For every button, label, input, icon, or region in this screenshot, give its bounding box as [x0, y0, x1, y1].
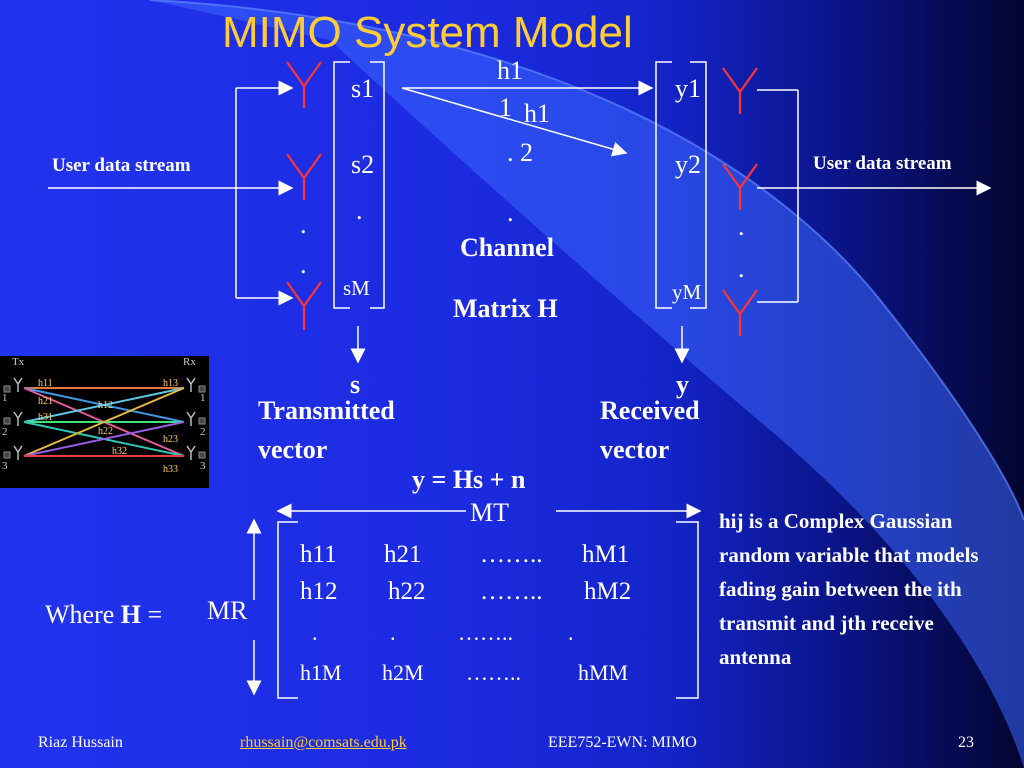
channel-label-matrix: Matrix H — [453, 294, 558, 323]
footer-email-link[interactable]: rhussain@comsats.edu.pk — [240, 734, 407, 751]
tx-symbol-sm: sM — [343, 276, 370, 300]
received-label: Received — [600, 396, 700, 425]
rx-symbol-ym: yM — [672, 280, 702, 304]
tx-vector-bracket — [333, 61, 385, 309]
matrix-cell: . — [568, 620, 574, 645]
transmitted-label: Transmitted — [258, 396, 395, 425]
system-equation: y = Hs + n — [412, 465, 526, 494]
inset-gain-label: h12 — [98, 400, 113, 411]
inset-rx-num: 3 — [200, 460, 206, 472]
user-stream-left-label: User data stream — [52, 155, 191, 176]
tx-antenna-icons — [286, 61, 322, 330]
channel-label-title: Channel — [460, 233, 554, 262]
matrix-cell: …….. — [466, 660, 521, 685]
inset-tx-label: Tx — [12, 356, 25, 368]
matrix-cell: hMM — [578, 660, 629, 685]
inset-gain-label: h33 — [163, 464, 178, 475]
received-vector-label: vector — [600, 435, 670, 464]
mr-label: MR — [207, 596, 248, 625]
rx-symbol-y1: y1 — [675, 74, 701, 103]
tx-antenna-ellipsis: . — [300, 210, 307, 239]
inset-gain-label: h22 — [98, 426, 113, 437]
rx-vector-bracket — [655, 61, 707, 309]
matrix-cell: h2M — [382, 660, 424, 685]
rx-antenna-icons — [722, 67, 758, 336]
tx-antenna-ellipsis: . — [300, 250, 307, 279]
rx-antenna-ellipsis: . — [738, 212, 745, 241]
channel-label-h1b: h1 — [524, 99, 550, 128]
footer-email: rhussain@comsats.edu.pk — [240, 734, 407, 752]
channel-label-2: . 2 — [507, 138, 533, 167]
tx-symbol-s2: s2 — [351, 150, 375, 179]
slide-title: MIMO System Model — [222, 8, 633, 57]
s-vector-label: s — [350, 370, 361, 399]
fading-gain-note: hij is a Complex Gaussian random variabl… — [719, 509, 979, 669]
matrix-cell: h12 — [300, 578, 338, 605]
footer-author: Riaz Hussain — [38, 734, 123, 751]
matrix-cell: …….. — [480, 578, 543, 605]
matrix-cell: hM2 — [584, 578, 632, 605]
inset-gain-label: h21 — [38, 396, 53, 407]
inset-tx-num: 2 — [2, 426, 8, 438]
inset-rx-num: 2 — [200, 426, 206, 438]
matrix-right-bracket — [676, 521, 699, 699]
inset-tx-num: 1 — [2, 392, 8, 404]
matrix-cell: . — [312, 620, 318, 645]
matrix-cell: h11 — [300, 541, 337, 568]
matrix-cell: . — [390, 620, 396, 645]
tx-symbol-ellipsis: . — [356, 196, 363, 225]
matrix-cell: h22 — [388, 578, 426, 605]
rx-antenna-ellipsis: . — [738, 254, 745, 283]
inset-tx-num: 3 — [2, 460, 8, 472]
matrix-cell: h21 — [384, 541, 422, 568]
rx-symbol-y2: y2 — [675, 150, 701, 179]
inset-antenna-icons — [13, 377, 196, 460]
channel-arrow-h12 — [401, 87, 628, 157]
user-stream-right-label: User data stream — [813, 153, 952, 174]
where-h-label: Where H = — [45, 600, 163, 629]
matrix-cell: …….. — [480, 541, 543, 568]
tx-symbol-s1: s1 — [351, 74, 375, 103]
inset-gain-label: h13 — [163, 378, 178, 389]
inset-rx-label: Rx — [183, 356, 196, 368]
matrix-cell: h1M — [300, 660, 342, 685]
inset-gain-label: h23 — [163, 434, 178, 445]
inset-gain-label: h32 — [112, 446, 127, 457]
channel-label-h1: h1 — [497, 56, 523, 85]
inset-gain-label: h31 — [38, 412, 53, 423]
channel-label-dot: . — [507, 198, 514, 227]
y-vector-label: y — [676, 370, 689, 399]
mimo-channel-inset — [3, 377, 206, 460]
matrix-cell: hM1 — [582, 541, 630, 568]
footer-page-number: 23 — [958, 734, 974, 751]
matrix-left-bracket — [277, 521, 298, 699]
inset-gain-label: h11 — [38, 378, 53, 389]
mt-label: MT — [470, 498, 509, 527]
mimo-inset-image: Tx Rx 1 2 3 1 2 3 h11 h21 h31 h12 h22 h3… — [0, 356, 209, 488]
footer-course: EEE752-EWN: MIMO — [548, 734, 697, 751]
matrix-cell: …….. — [458, 620, 513, 645]
channel-label-1: 1 — [499, 93, 512, 122]
transmitted-vector-label: vector — [258, 435, 328, 464]
inset-rx-num: 1 — [200, 392, 206, 404]
